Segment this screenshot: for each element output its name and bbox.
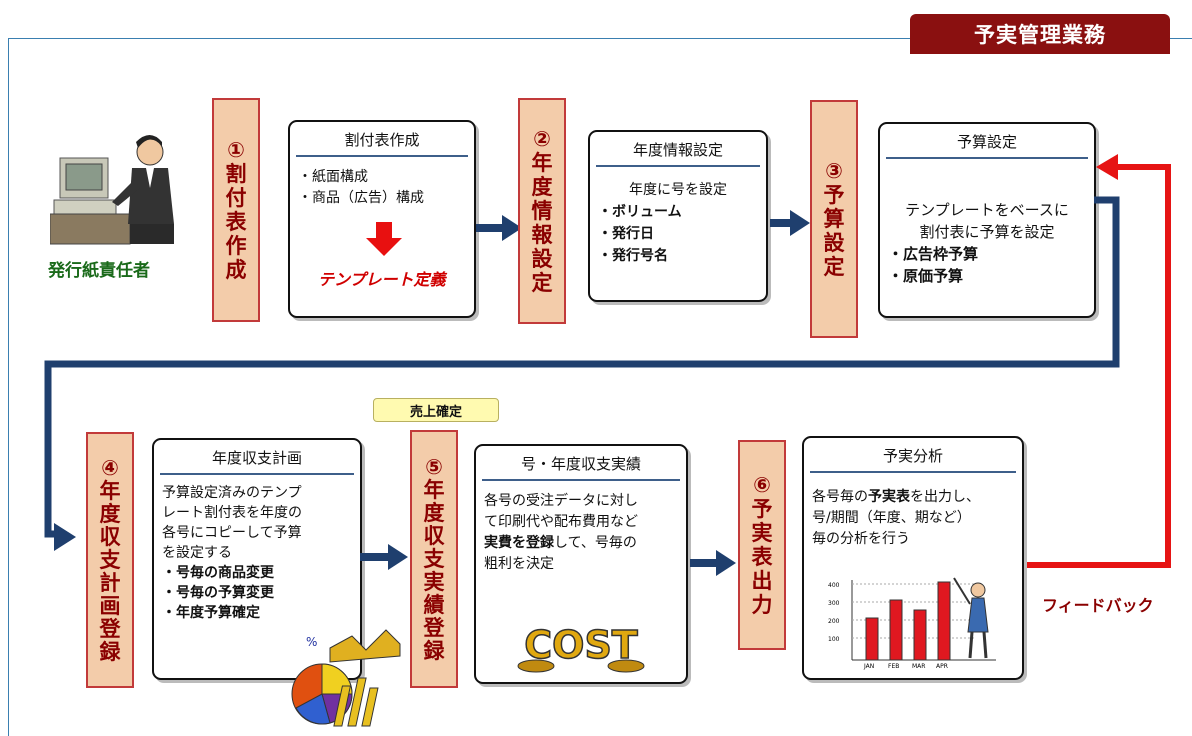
box-line: テンプレートをベースに [905, 201, 1069, 219]
box-title: 年度収支計画 [160, 440, 354, 475]
y-tick: 200 [828, 618, 840, 625]
box-item: ・号毎の予算変更 [162, 585, 274, 601]
box-item: ・ボリューム [598, 204, 682, 220]
y-tick: 100 [828, 636, 840, 643]
box-line: ・商品（広告）構成 [298, 190, 424, 206]
box-line: 各号の受注データに対し [484, 493, 638, 509]
box-title: 号・年度収支実績 [482, 446, 680, 481]
box-item: ・広告枠予算 [888, 245, 979, 263]
x-tick: MAR [912, 663, 925, 670]
box-line: 予算設定済みのテンプ [162, 485, 302, 501]
box-line: レート割付表を年度の [162, 505, 302, 521]
box-line: 毎の分析を行う [812, 531, 910, 547]
sales-confirmed-badge: 売上確定 [373, 398, 499, 422]
role-label: 発行紙責任者 [48, 261, 150, 281]
header-line [8, 38, 1192, 39]
frame-left-line [8, 38, 9, 736]
x-tick: JAN [863, 663, 874, 670]
arrow-right-icon [360, 544, 408, 570]
box-line: て印刷代や配布費用など [484, 514, 638, 530]
bar [937, 581, 951, 661]
box-line: 粗利を決定 [484, 556, 554, 572]
y-tick: 300 [828, 600, 840, 607]
x-tick: APR [936, 663, 948, 670]
box-item: ・原価予算 [888, 267, 964, 285]
box-title: 予実分析 [810, 438, 1016, 473]
box-title: 割付表作成 [296, 122, 468, 157]
template-definition-text: テンプレート定義 [318, 270, 446, 289]
bar [913, 609, 927, 661]
box-line: 各号毎の [812, 489, 868, 505]
person-at-computer-icon [50, 135, 174, 245]
box-line: 年度に号を設定 [629, 182, 727, 198]
box-item: ・発行号名 [598, 248, 668, 264]
down-arrow-icon [366, 222, 402, 256]
box-title: 予算設定 [886, 124, 1088, 159]
box-annual-plan: 年度収支計画 予算設定済みのテンプ レート割付表を年度の 各号にコピーして予算 … [152, 438, 362, 680]
svg-text:%: % [306, 635, 317, 649]
arrow-right-icon [770, 210, 810, 236]
pie-chart-clipart-icon: % [291, 629, 401, 727]
emphasis-text: 実費を登録 [484, 535, 554, 551]
x-tick: FEB [888, 663, 899, 670]
box-actual-results: 号・年度収支実績 各号の受注データに対し て印刷代や配布費用など 実費を登録して… [474, 444, 688, 684]
box-line: 号/期間（年度、期など） [812, 510, 971, 526]
box-line: 割付表に予算を設定 [919, 223, 1055, 241]
box-item: ・号毎の商品変更 [162, 565, 274, 581]
box-budget-settings: 予算設定 テンプレートをベースに 割付表に予算を設定 ・広告枠予算 ・原価予算 [878, 122, 1096, 318]
box-line: して、号毎の [554, 535, 637, 551]
cost-text: COST [524, 623, 638, 667]
box-item: ・発行日 [598, 226, 654, 242]
box-line: ・紙面構成 [298, 169, 368, 185]
bar-chart-clipart-icon: 400 300 200 100 JAN FEB MAR APR [828, 577, 996, 670]
bar [865, 617, 879, 661]
box-line: を設定する [162, 545, 232, 561]
box-variance-analysis: 予実分析 各号毎の予実表を出力し、 号/期間（年度、期など） 毎の分析を行う 4… [802, 436, 1024, 680]
box-line: を出力し、 [910, 489, 980, 505]
bar [889, 599, 903, 661]
box-fiscal-year-settings: 年度情報設定 年度に号を設定 ・ボリューム ・発行日 ・発行号名 [588, 130, 768, 302]
y-tick: 400 [828, 582, 840, 589]
box-item: ・年度予算確定 [162, 605, 260, 621]
box-title: 年度情報設定 [596, 132, 760, 167]
page-title: 予実管理業務 [910, 14, 1170, 54]
box-layout-sheet: 割付表作成 ・紙面構成 ・商品（広告）構成 テンプレート定義 [288, 120, 476, 318]
arrow-right-icon [690, 550, 736, 576]
box-line: 各号にコピーして予算 [162, 525, 302, 541]
emphasis-text: 予実表 [868, 489, 910, 505]
cost-coins-icon: COST [517, 622, 645, 673]
feedback-label: フィードバック [1042, 596, 1154, 615]
arrow-right-icon [476, 215, 522, 241]
